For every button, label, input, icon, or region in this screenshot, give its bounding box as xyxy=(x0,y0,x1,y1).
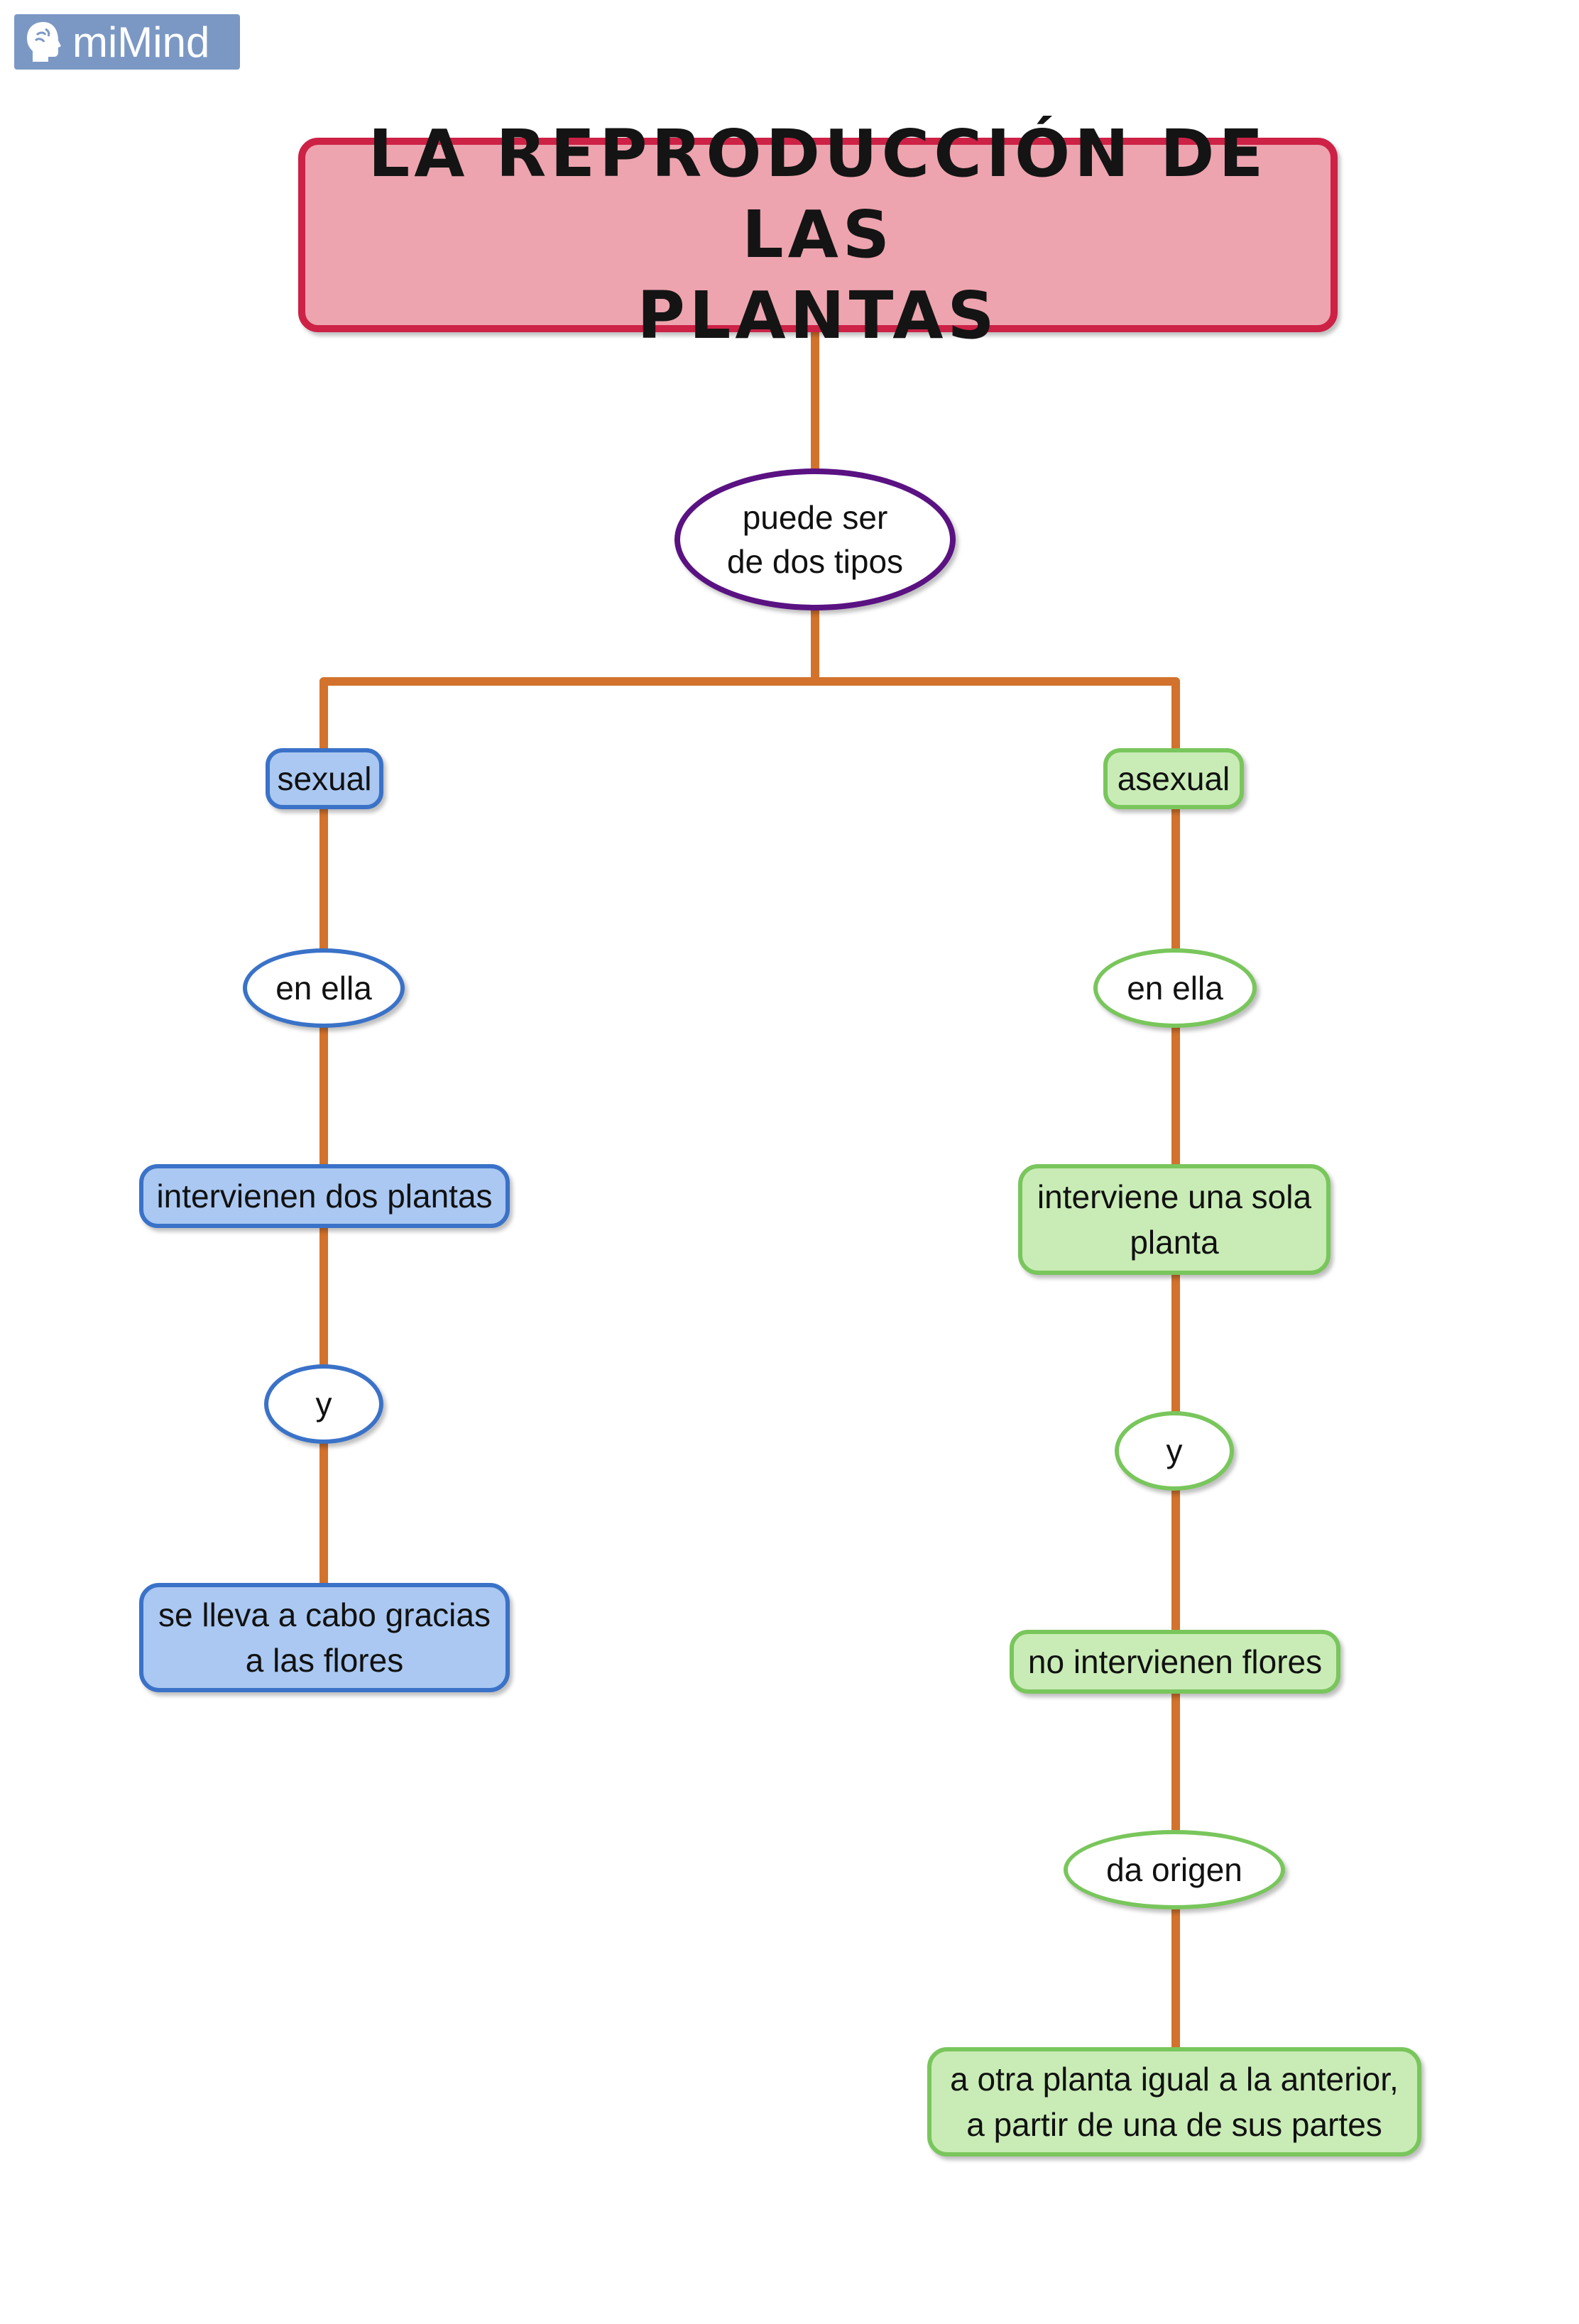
interviene-una-sola-planta-node[interactable]: interviene una sola planta xyxy=(1018,1164,1331,1275)
title-line-2: PLANTAS xyxy=(637,278,999,353)
left-en-ella-node[interactable]: en ella xyxy=(243,948,405,1028)
title-node[interactable]: LA REPRODUCCIÓN DE LAS PLANTAS xyxy=(298,116,1338,353)
brain-head-icon xyxy=(27,22,61,62)
no-intervienen-flores-label: no intervienen flores xyxy=(1027,1643,1323,1680)
left-y-node[interactable]: y xyxy=(264,1364,383,1444)
otra-planta-line-2: a partir de una de sus partes xyxy=(966,2106,1382,2143)
right-en-ella-label: en ella xyxy=(1127,970,1223,1007)
connector-node[interactable]: puede ser de dos tipos xyxy=(674,468,956,610)
otra-planta-line-1: a otra planta igual a la anterior, xyxy=(950,2061,1399,2098)
flores-line-1: se lleva a cabo gracias xyxy=(158,1596,491,1633)
right-y-label: y xyxy=(1166,1432,1183,1469)
asexual-node[interactable]: asexual xyxy=(1103,748,1244,809)
otra-planta-node[interactable]: a otra planta igual a la anterior, a par… xyxy=(927,2047,1421,2156)
flores-line-2: a las flores xyxy=(245,1642,404,1679)
connector-line-1: puede ser xyxy=(742,499,888,536)
flores-node[interactable]: se lleva a cabo gracias a las flores xyxy=(139,1583,510,1692)
logo-text: miMind xyxy=(72,18,210,66)
sexual-label: sexual xyxy=(277,760,372,797)
title-line-1: LA REPRODUCCIÓN DE LAS xyxy=(368,116,1268,273)
sexual-node[interactable]: sexual xyxy=(266,748,383,809)
right-en-ella-node[interactable]: en ella xyxy=(1093,948,1257,1028)
intervienen-dos-plantas-node[interactable]: intervienen dos plantas xyxy=(139,1164,510,1228)
left-en-ella-label: en ella xyxy=(275,970,372,1007)
mimind-logo[interactable]: miMind xyxy=(14,14,240,70)
interviene-line-1: interviene una sola xyxy=(1037,1178,1312,1215)
no-intervienen-flores-node[interactable]: no intervienen flores xyxy=(1010,1630,1340,1694)
da-origen-label: da origen xyxy=(1106,1851,1242,1888)
intervienen-dos-plantas-label: intervienen dos plantas xyxy=(156,1178,493,1215)
left-y-label: y xyxy=(315,1386,332,1423)
right-y-node[interactable]: y xyxy=(1115,1411,1234,1491)
asexual-label: asexual xyxy=(1117,760,1230,797)
interviene-line-2: planta xyxy=(1130,1224,1219,1261)
connector-line-2: de dos tipos xyxy=(726,543,904,580)
da-origen-node[interactable]: da origen xyxy=(1064,1830,1285,1909)
